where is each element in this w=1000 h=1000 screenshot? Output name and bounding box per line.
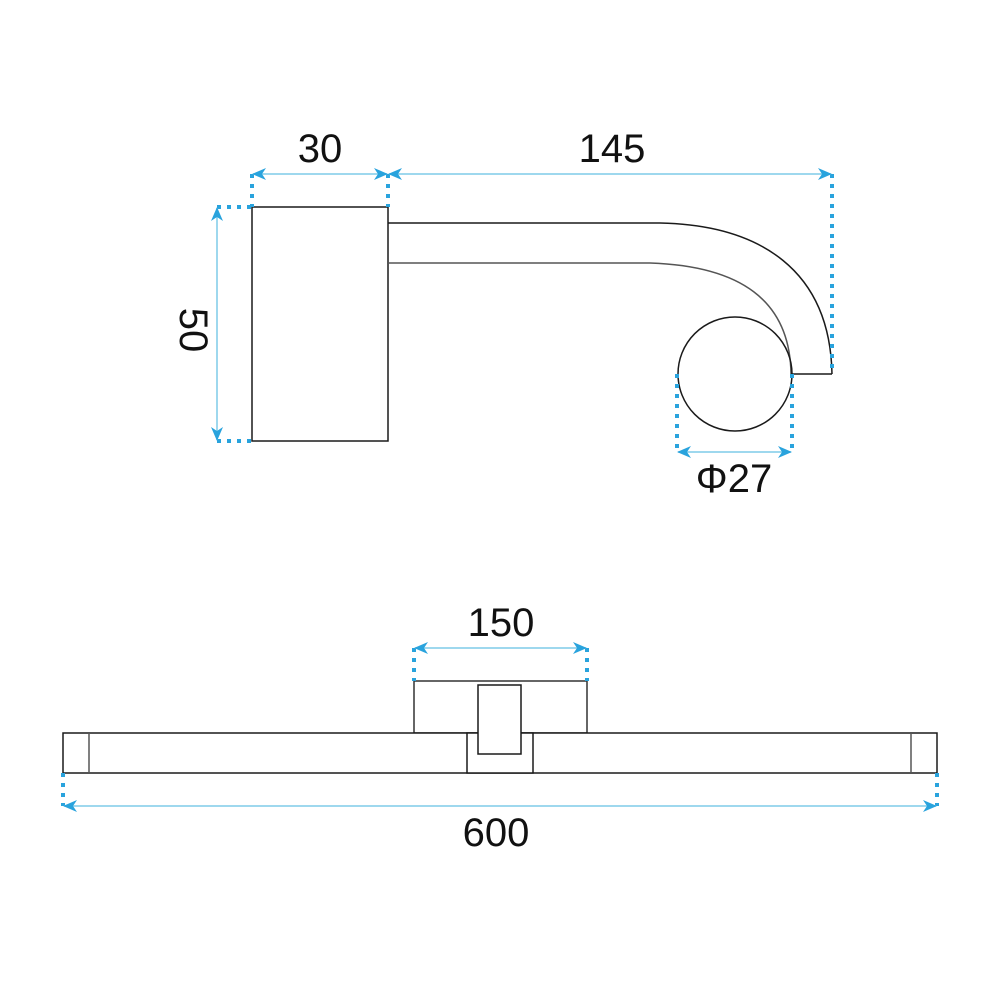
lamp-head-circle: [677, 316, 793, 432]
dimension-label-145: 145: [579, 127, 646, 171]
dimension-base-height: 50: [171, 205, 252, 443]
dimension-arm-reach: 145: [388, 127, 834, 374]
dimension-bracket-width: 150: [412, 601, 589, 681]
dimension-label-50: 50: [171, 308, 215, 353]
arm-inner-edge: [388, 262, 792, 375]
dimension-head-diameter: Φ27: [675, 374, 794, 501]
dimension-label-600: 600: [463, 811, 530, 855]
front-view: [62, 680, 938, 774]
side-view: [251, 206, 833, 442]
dimension-label-30: 30: [298, 127, 343, 171]
dimension-base-depth: 30: [250, 127, 390, 207]
arm-outer-edge: [388, 222, 833, 375]
arm-stem: [477, 684, 522, 755]
dimension-label-phi27: Φ27: [696, 457, 772, 501]
dimension-overall-length: 600: [61, 773, 939, 855]
mount-block: [251, 206, 389, 442]
dimension-label-150: 150: [468, 601, 535, 645]
